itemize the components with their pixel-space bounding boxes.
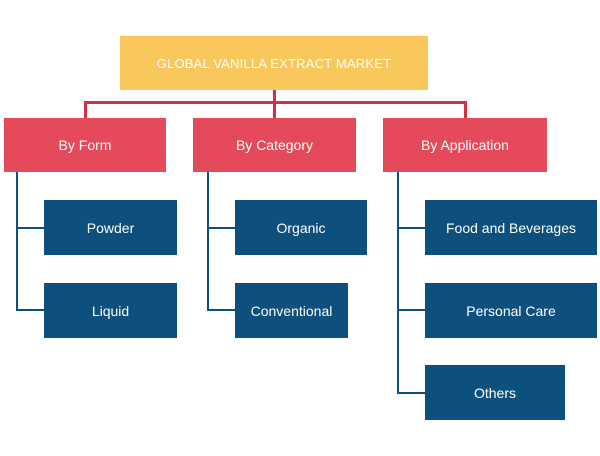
leaf-powder: Powder xyxy=(44,200,177,255)
category-label: By Category xyxy=(235,137,314,153)
by-application-branch-food xyxy=(397,227,425,229)
leaf-liquid: Liquid xyxy=(44,283,177,338)
leaf-label: Powder xyxy=(86,219,135,236)
by-form-trunk xyxy=(16,172,18,310)
leaf-conventional: Conventional xyxy=(235,283,348,338)
leaf-label: Food and Beverages xyxy=(446,219,576,236)
by-application-trunk xyxy=(397,172,399,393)
by-form-branch-powder xyxy=(16,227,44,229)
root-label: GLOBAL VANILLA EXTRACT MARKET xyxy=(156,55,392,71)
leaf-label: Personal Care xyxy=(466,302,556,319)
by-form-branch-liquid xyxy=(16,309,44,311)
by-application-branch-personal-care xyxy=(397,309,425,311)
category-by-category: By Category xyxy=(193,118,356,172)
category-label: By Form xyxy=(58,137,112,153)
leaf-others: Others xyxy=(425,365,565,420)
connector-to-by-category xyxy=(273,101,276,118)
connector-to-by-application xyxy=(464,101,467,118)
category-by-form: By Form xyxy=(4,118,166,172)
by-category-branch-conventional xyxy=(207,309,235,311)
leaf-label: Liquid xyxy=(91,302,130,319)
root-connector-vertical xyxy=(273,90,276,102)
leaf-food-and-beverages: Food and Beverages xyxy=(425,200,597,255)
by-application-branch-others xyxy=(397,392,425,394)
leaf-label: Others xyxy=(473,384,516,401)
by-category-trunk xyxy=(207,172,209,310)
leaf-label: Conventional xyxy=(250,302,333,319)
by-category-branch-organic xyxy=(207,227,235,229)
category-label: By Application xyxy=(421,137,509,153)
category-by-application: By Application xyxy=(383,118,547,172)
root-node: GLOBAL VANILLA EXTRACT MARKET xyxy=(120,36,428,90)
leaf-organic: Organic xyxy=(235,200,367,255)
leaf-label: Organic xyxy=(276,219,326,236)
leaf-personal-care: Personal Care xyxy=(425,283,597,338)
connector-to-by-form xyxy=(84,101,87,118)
